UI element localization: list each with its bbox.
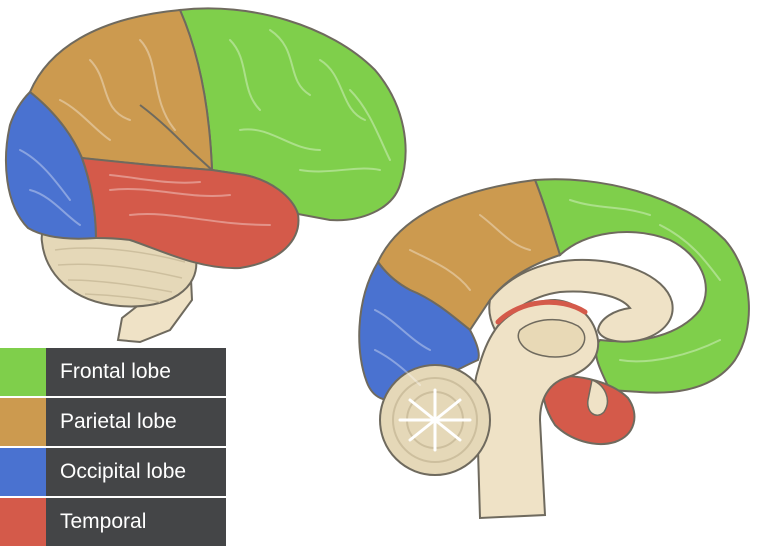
legend-label-parietal: Parietal lobe (46, 398, 226, 446)
legend-label-temporal: Temporal (46, 498, 226, 546)
medial-cerebellum (379, 364, 491, 476)
parietal-swatch (0, 398, 46, 446)
frontal-swatch (0, 348, 46, 396)
lateral-brain-view (5, 7, 407, 344)
fornix (495, 299, 588, 325)
lobe-legend: Frontal lobe Parietal lobe Occipital lob… (0, 348, 226, 548)
lateral-occipital-lobe (5, 90, 98, 240)
medial-occipital-lobe (358, 260, 480, 402)
legend-item-occipital: Occipital lobe (0, 448, 226, 496)
lateral-temporal-lobe (80, 156, 300, 270)
thalamus (517, 318, 586, 358)
occipital-swatch (0, 448, 46, 496)
pituitary (587, 378, 609, 416)
legend-item-frontal: Frontal lobe (0, 348, 226, 396)
legend-item-temporal: Temporal (0, 498, 226, 546)
legend-label-frontal: Frontal lobe (46, 348, 226, 396)
temporal-swatch (0, 498, 46, 546)
medial-brain-view (358, 178, 750, 520)
legend-label-occipital: Occipital lobe (46, 448, 226, 496)
legend-item-parietal: Parietal lobe (0, 398, 226, 446)
